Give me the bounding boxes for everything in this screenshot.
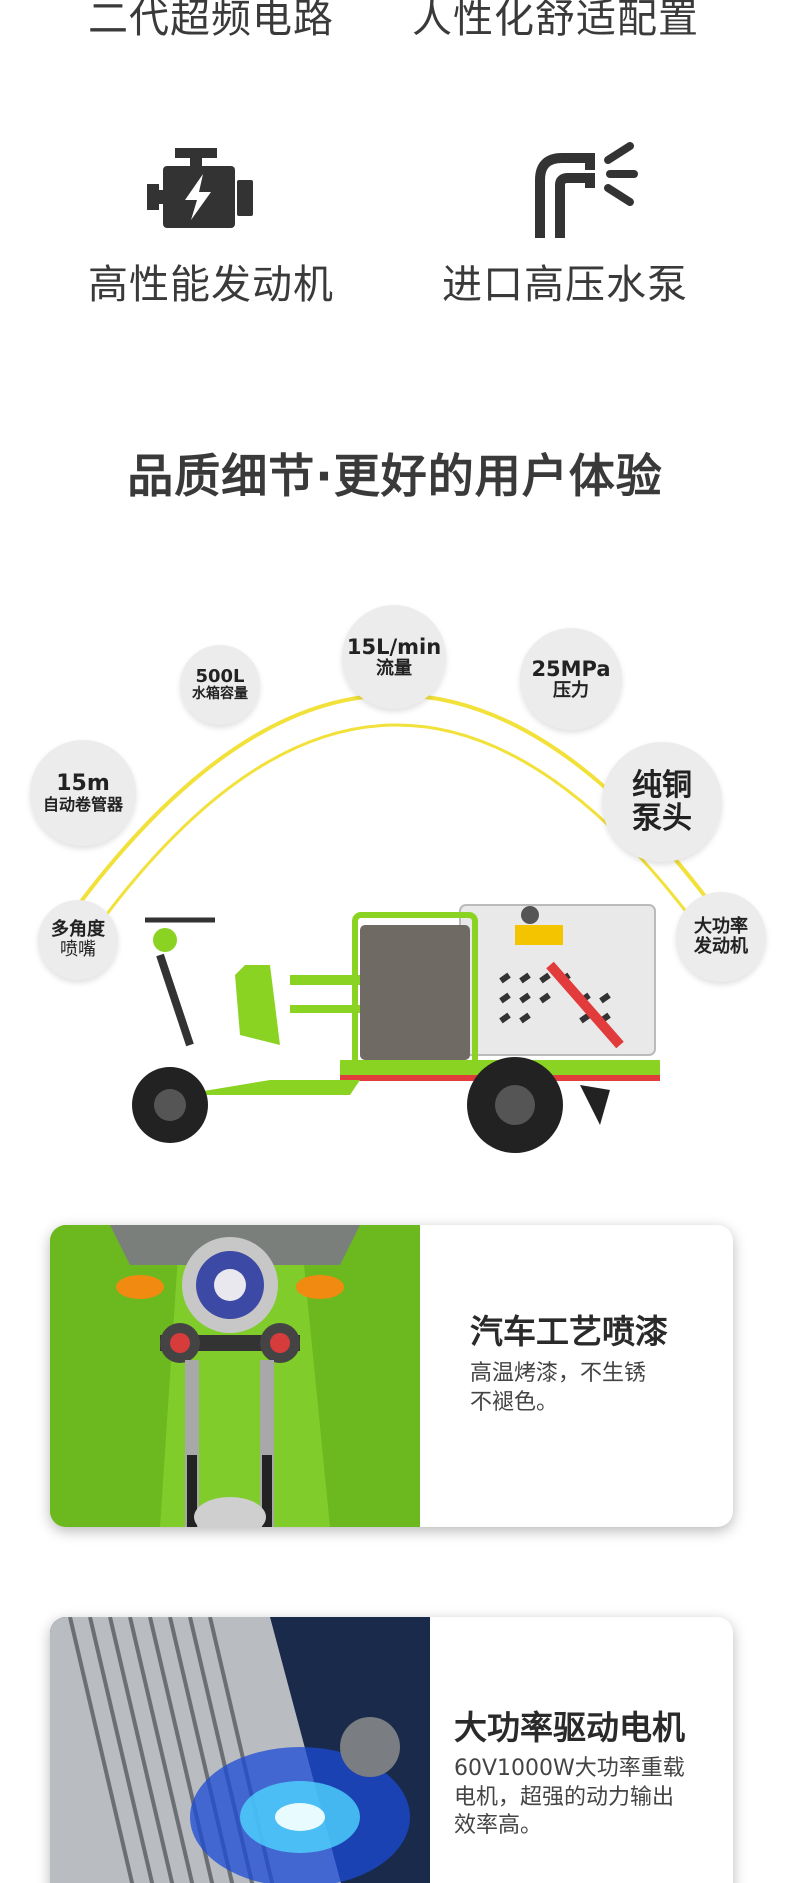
water-pump-icon <box>530 140 640 240</box>
spec-bubble-pressure: 25MPa 压力 <box>520 628 622 730</box>
card-title: 大功率驱动电机 <box>454 1708 685 1747</box>
spec-bubble-tank: 500L 水箱容量 <box>180 645 260 725</box>
spec-bubble-nozzle: 多角度 喷嘴 <box>38 900 118 980</box>
section-title: 品质细节·更好的用户体验 <box>127 449 663 503</box>
card-desc-line: 60V1000W大功率重载 <box>454 1756 685 1781</box>
card-title: 汽车工艺喷漆 <box>470 1312 668 1351</box>
spec-label: 发动机 <box>694 936 748 957</box>
spec-label: 水箱容量 <box>192 686 248 703</box>
feature-pump: 进口高压水泵 <box>442 262 688 308</box>
motor-photo <box>50 1617 430 1883</box>
spec-value: 多角度 <box>51 919 105 941</box>
spec-label: 泵头 <box>632 801 692 836</box>
card-description: 高温烤漆，不生锈 不褪色。 <box>470 1360 646 1417</box>
card-desc-line: 不褪色。 <box>470 1389 559 1415</box>
vehicle-illustration <box>132 904 660 1153</box>
engine-icon <box>145 148 255 233</box>
spec-bubble-reel: 15m 自动卷管器 <box>30 740 136 846</box>
spec-value: 纯铜 <box>632 768 692 803</box>
spec-label: 自动卷管器 <box>42 795 123 815</box>
spec-bubble-copper-head: 纯铜 泵头 <box>602 742 722 862</box>
card-desc-line: 高温烤漆，不生锈 <box>470 1361 647 1386</box>
spec-value: 15m <box>56 771 110 797</box>
feature-card-paint: 汽车工艺喷漆 高温烤漆，不生锈 不褪色。 <box>50 1225 733 1527</box>
spec-label: 流量 <box>376 657 412 679</box>
spec-bubble-flow: 15L/min 流量 <box>342 605 446 709</box>
spec-diagram: 500L 水箱容量 15L/min 流量 25MPa 压力 15m 自动卷管器 … <box>0 600 790 1160</box>
feature-comfort: 人性化舒适配置 <box>412 0 699 42</box>
spec-value: 500L <box>195 666 245 688</box>
spec-value: 大功率 <box>694 916 748 938</box>
feature-card-motor: 大功率驱动电机 60V1000W大功率重载 电机，超强的动力输出 效率高。 <box>50 1617 733 1883</box>
spec-label: 压力 <box>553 679 589 701</box>
card-description: 60V1000W大功率重载 电机，超强的动力输出 效率高。 <box>454 1755 685 1841</box>
feature-engine: 高性能发动机 <box>88 262 334 308</box>
spec-bubble-engine: 大功率 发动机 <box>676 892 766 982</box>
spec-value: 25MPa <box>531 656 611 681</box>
spec-label: 喷嘴 <box>60 939 96 960</box>
feature-circuit: 二代超频电路 <box>88 0 334 42</box>
card-desc-line: 效率高。 <box>454 1813 543 1839</box>
spec-value: 15L/min <box>346 634 442 659</box>
vehicle-front-photo <box>50 1225 420 1527</box>
card-desc-line: 电机，超强的动力输出 <box>454 1784 675 1810</box>
